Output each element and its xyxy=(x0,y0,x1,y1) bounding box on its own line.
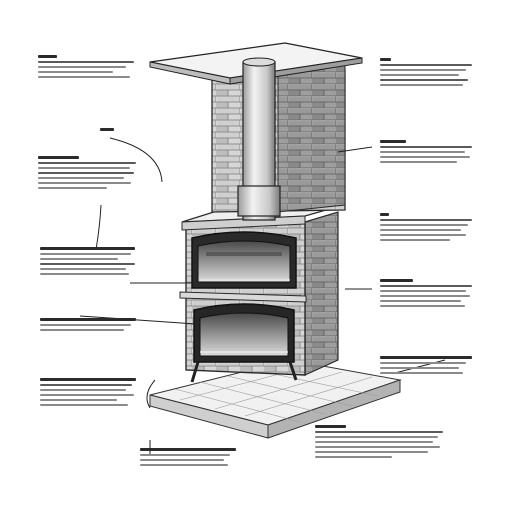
annotation-block xyxy=(380,213,472,241)
oven-side-wall xyxy=(304,211,339,376)
hearth-slab xyxy=(149,359,402,439)
annotation-block xyxy=(380,140,472,163)
annotation-block xyxy=(40,247,135,275)
leader-line xyxy=(109,137,163,183)
leader-line xyxy=(95,204,102,251)
leader-line xyxy=(337,146,373,153)
leader-line xyxy=(79,315,197,325)
leader-lines xyxy=(79,137,446,455)
annotation-block xyxy=(40,318,136,331)
annotation-block xyxy=(315,425,443,458)
leader-line xyxy=(146,379,156,409)
annotation-block xyxy=(100,128,114,131)
annotation-block xyxy=(380,279,472,307)
annotation-block xyxy=(380,356,472,374)
annotation-block xyxy=(380,58,472,86)
lower-firebox-door xyxy=(190,303,298,383)
annotation-block xyxy=(38,55,134,78)
flue-pipe xyxy=(237,57,281,221)
annotation-block xyxy=(38,156,136,189)
annotation-block xyxy=(40,378,136,406)
annotation-block xyxy=(140,448,236,466)
upper-oven-door xyxy=(191,231,297,289)
